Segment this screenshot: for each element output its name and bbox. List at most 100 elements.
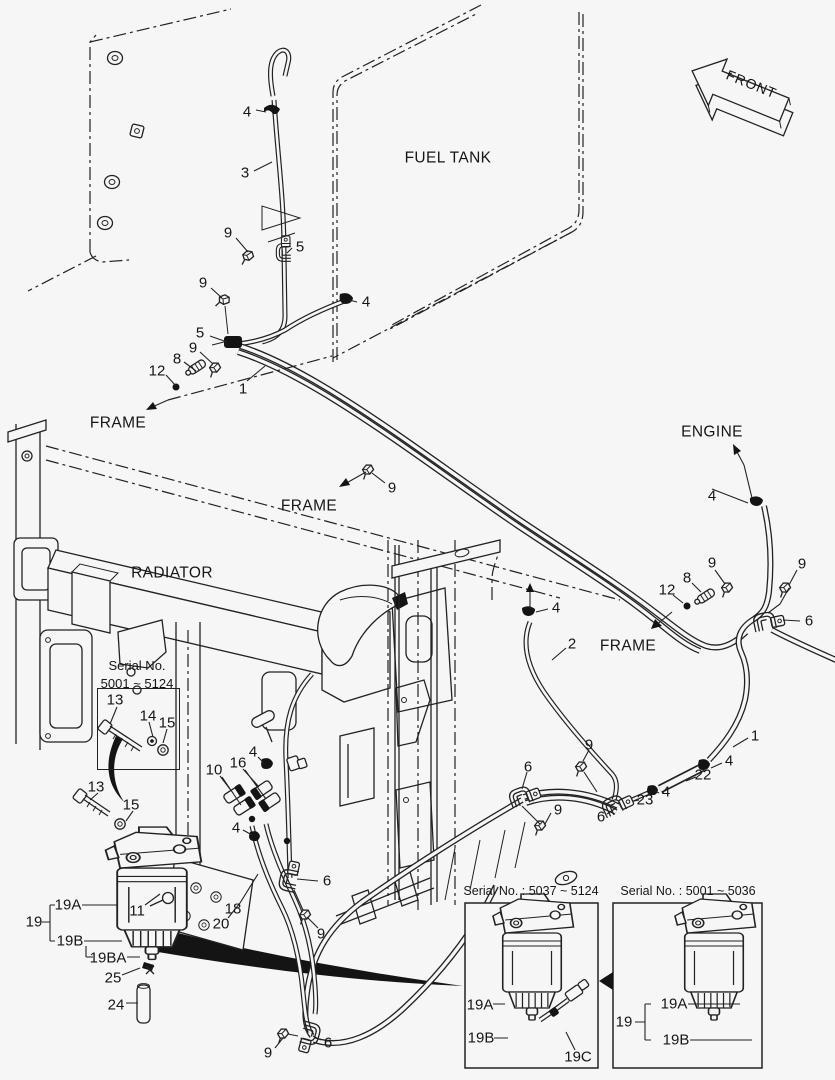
- frame-label-right: FRAME: [599, 637, 657, 655]
- part-label-13: 13: [106, 691, 124, 709]
- bolt-9-icon: [272, 1026, 292, 1045]
- part-label-20: 20: [212, 915, 230, 933]
- part-label-4: 4: [724, 752, 734, 770]
- center-frame-structure: [335, 539, 578, 927]
- part-label-9: 9: [263, 1044, 273, 1062]
- fitting-4-icon: [249, 831, 260, 842]
- part-label-5: 5: [195, 324, 205, 342]
- part-label-14: 14: [139, 707, 157, 725]
- part-label-19A: 19A: [54, 896, 82, 914]
- fitting-4-icon: [647, 785, 658, 796]
- part-label-8: 8: [682, 569, 692, 587]
- box2-19A: 19A: [660, 995, 688, 1013]
- part-label-12: 12: [658, 581, 676, 599]
- part-label-9: 9: [553, 801, 563, 819]
- part-label-13: 13: [87, 778, 105, 796]
- part-label-4: 4: [248, 743, 258, 761]
- frame-label-left: FRAME: [89, 414, 147, 432]
- part-label-22: 22: [694, 766, 712, 784]
- bolt-9-icon: [716, 580, 736, 599]
- serial-note-radiator: Serial No. 5001 ~ 5124: [101, 657, 174, 692]
- part-label-2: 2: [567, 635, 577, 653]
- fitting-4-icon: [749, 496, 763, 506]
- detail-box-early-header: Serial No. : 5001 ~ 5036: [620, 884, 756, 898]
- part-label-4: 4: [707, 487, 717, 505]
- frame-rails: [45, 445, 621, 601]
- fitting-8-icon: [183, 358, 208, 379]
- part-label-15: 15: [122, 796, 140, 814]
- fitting-4-icon: [261, 758, 273, 769]
- part-label-18: 18: [224, 900, 242, 918]
- part-label-24: 24: [107, 996, 125, 1014]
- part-label-9: 9: [584, 736, 594, 754]
- box1-19A: 19A: [466, 996, 494, 1014]
- part-label-25: 25: [104, 969, 122, 987]
- frame-label-mid: FRAME: [280, 497, 338, 515]
- part-label-9: 9: [797, 555, 807, 573]
- part-label-4: 4: [551, 599, 561, 617]
- part-label-19BA: 19BA: [89, 949, 127, 967]
- radiator-assembly: [7, 419, 453, 928]
- bolt-9-icon: [357, 462, 377, 481]
- fuel-lines: [237, 47, 835, 1046]
- hardware: [72, 104, 794, 1056]
- part-label-6: 6: [322, 872, 332, 890]
- leader-lines: [42, 109, 801, 1049]
- callout-band: [142, 926, 463, 986]
- tube-24-icon: [136, 984, 151, 1024]
- part-label-4: 4: [361, 293, 371, 311]
- washer-12-icon: [172, 383, 180, 391]
- part-label-1: 1: [238, 380, 248, 398]
- box2-19B: 19B: [662, 1031, 690, 1049]
- part-label-23: 23: [636, 791, 654, 809]
- fitting-4-icon: [698, 759, 710, 770]
- serial-note-line1: Serial No.: [108, 658, 166, 673]
- part-label-10: 10: [205, 761, 223, 779]
- part-label-9: 9: [316, 925, 326, 943]
- bolt-9-icon: [529, 818, 549, 837]
- part-label-9: 9: [387, 479, 397, 497]
- part-label-8: 8: [172, 350, 182, 368]
- valve-lever-icon: [251, 710, 275, 728]
- fuel-tank-outline: [332, 4, 584, 362]
- part-label-5: 5: [295, 238, 305, 256]
- part-label-3: 3: [240, 164, 250, 182]
- arrow-left-icon: [599, 972, 613, 990]
- radiator-label: RADIATOR: [131, 564, 213, 582]
- callout-crescent: [108, 736, 124, 802]
- fitting-4-icon: [522, 606, 535, 616]
- detail-boxes: [464, 893, 763, 1069]
- box1-19C: 19C: [564, 1048, 592, 1066]
- mount-panel: [27, 8, 232, 292]
- box2-19: 19: [615, 1013, 633, 1031]
- part-label-9: 9: [707, 554, 717, 572]
- serial-note-box: [97, 688, 180, 770]
- part-label-6: 6: [804, 612, 814, 630]
- bolt-9-icon: [237, 248, 256, 266]
- part-label-6: 6: [323, 1034, 333, 1052]
- washer-12-icon: [683, 602, 691, 610]
- serial-note-line2: 5001 ~ 5124: [100, 675, 174, 691]
- part-label-19: 19: [25, 913, 43, 931]
- part-label-12: 12: [148, 362, 166, 380]
- part-label-6: 6: [596, 808, 606, 826]
- part-label-9: 9: [188, 339, 198, 357]
- part-label-4: 4: [661, 783, 671, 801]
- fitting-4-icon: [339, 293, 353, 304]
- part-label-9: 9: [223, 224, 233, 242]
- fuel-filter-main: [104, 826, 203, 1024]
- bolt-9-icon: [214, 294, 230, 307]
- detail-box-late-header: Serial No. : 5037 ~ 5124: [463, 884, 599, 898]
- fitting-8-icon: [692, 587, 717, 608]
- part-label-4: 4: [231, 819, 241, 837]
- box1-19B: 19B: [467, 1029, 495, 1047]
- part-label-19B: 19B: [56, 932, 84, 950]
- fuel-tank-label: FUEL TANK: [404, 149, 492, 167]
- part-label-16: 16: [229, 754, 247, 772]
- bolt-9-icon: [204, 360, 224, 379]
- part-label-15: 15: [158, 714, 176, 732]
- part-label-11: 11: [129, 902, 145, 920]
- fitting-4-icon: [264, 104, 280, 115]
